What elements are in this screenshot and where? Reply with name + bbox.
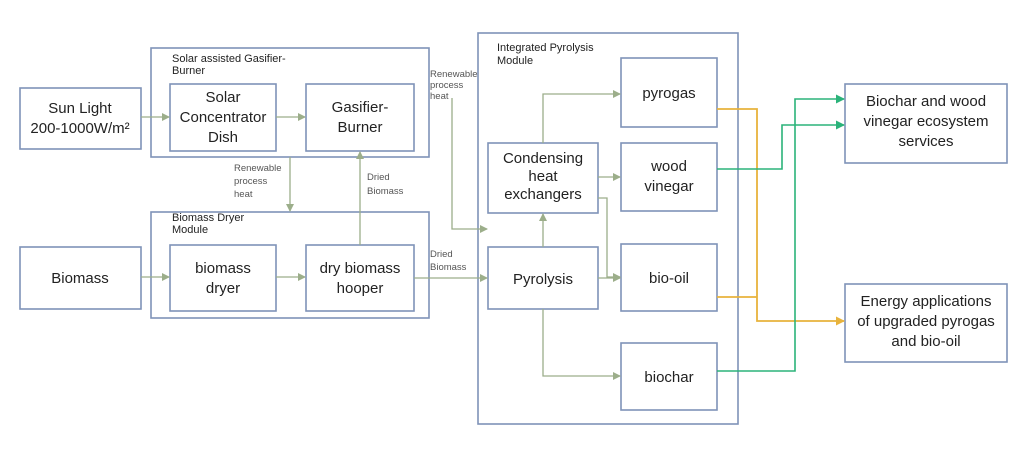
biomass-dryer-group xyxy=(150,211,430,319)
gasifier-burner-label: Gasifier-Burner xyxy=(332,99,389,136)
pyrolysis-label: Pyrolysis xyxy=(513,271,573,288)
bio-oil-label: bio-oil xyxy=(649,270,689,287)
pyrogas-box xyxy=(620,57,718,128)
biochar-box xyxy=(620,342,718,411)
energy-applications-box xyxy=(844,283,1008,363)
dry-biomass-hooper-box xyxy=(305,244,415,312)
pyrogas-label: pyrogas xyxy=(642,85,695,102)
solar-gasifier-group-label: Solar assisted Gasifier-Burner xyxy=(172,53,286,77)
arrow-condensing-to-bio-oil xyxy=(598,197,621,281)
gasifier-burner-box xyxy=(305,83,415,152)
arrow-biochar-to-ecosystem xyxy=(717,94,845,372)
arrow-pyrolysis-to-biochar xyxy=(542,309,621,380)
bio-oil-box xyxy=(620,243,718,312)
ecosystem-services-box xyxy=(844,83,1008,164)
biomass-label: Biomass xyxy=(51,270,109,287)
wood-vinegar-box xyxy=(620,142,718,212)
biomass-dryer-box xyxy=(169,244,277,312)
sunlight-box xyxy=(19,87,142,150)
arrow-wood-vinegar-to-ecosystem xyxy=(717,120,845,170)
biochar-label: biochar xyxy=(644,369,693,386)
arrow-condensing-to-pyrogas xyxy=(542,90,621,143)
biomass-box xyxy=(19,246,142,310)
arrow-renewable-heat-to-pyrolysis xyxy=(451,98,488,233)
solar-concentrator-dish-box xyxy=(169,83,277,152)
condensing-heat-exchangers-box xyxy=(487,142,599,214)
arrow-pyrogas-to-energy xyxy=(717,108,845,326)
